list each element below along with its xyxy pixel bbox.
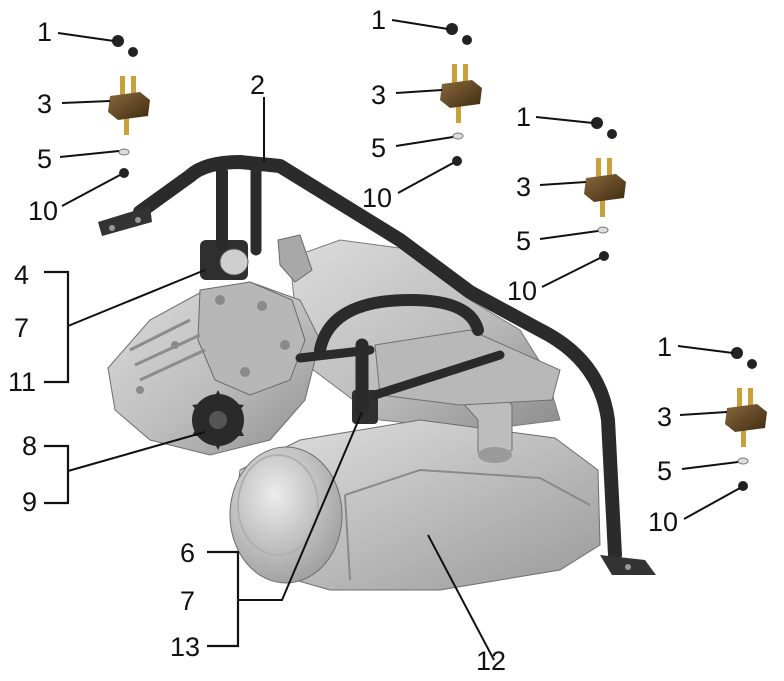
callout-5: 5	[516, 226, 531, 256]
callout-5: 5	[657, 456, 672, 486]
callout-10: 10	[648, 507, 678, 537]
callout-11: 11	[8, 367, 36, 397]
callout-10: 10	[28, 196, 58, 226]
callout-1: 1	[371, 5, 386, 35]
clutch-cover-dome	[229, 446, 343, 584]
nut-icon	[599, 251, 609, 261]
callout-1: 1	[657, 332, 672, 362]
callout-4: 4	[14, 260, 29, 290]
engine-assembly	[107, 234, 601, 591]
callout-13: 13	[170, 632, 200, 662]
callout-7: 7	[180, 586, 195, 616]
callout-3: 3	[657, 402, 672, 432]
rubber-mount-icon	[584, 158, 626, 217]
cylinder-bracket	[277, 234, 313, 283]
mounting-frame	[133, 155, 622, 562]
hardware-stack-d	[725, 347, 767, 491]
washer-icon	[118, 148, 130, 156]
transfer-case	[197, 281, 306, 396]
callout-8: 8	[22, 431, 37, 461]
callout-10: 10	[507, 276, 537, 306]
callout-2: 2	[250, 70, 265, 100]
callout-12: 12	[476, 646, 506, 676]
callout-5: 5	[37, 144, 52, 174]
nut-icon	[452, 156, 462, 166]
frame-bracket-left	[98, 206, 152, 236]
nut-icon	[128, 47, 138, 57]
leader-lines	[57, 19, 741, 661]
nut-icon	[446, 23, 458, 35]
nut-icon	[119, 168, 129, 178]
nut-icon	[591, 117, 603, 129]
washer-icon	[737, 457, 749, 465]
washer-icon	[452, 132, 464, 140]
rubber-mount-icon	[440, 64, 482, 123]
nut-icon	[607, 129, 617, 139]
callout-9: 9	[22, 487, 37, 517]
callout-10: 10	[362, 183, 392, 213]
callout-1: 1	[37, 17, 52, 47]
callout-3: 3	[37, 89, 52, 119]
hardware-stack-c	[584, 117, 626, 261]
nut-icon	[738, 481, 748, 491]
callout-6: 6	[180, 538, 195, 568]
washer-icon	[597, 226, 609, 234]
callout-3: 3	[371, 80, 386, 110]
callout-5: 5	[371, 133, 386, 163]
rubber-mount-icon	[725, 388, 767, 447]
hardware-stack-b	[440, 23, 482, 166]
rubber-mount-icon	[108, 76, 150, 135]
callout-1: 1	[516, 102, 531, 132]
nut-icon	[112, 35, 124, 47]
hardware-stack-a	[108, 35, 150, 178]
callout-7: 7	[14, 313, 29, 343]
nut-icon	[731, 347, 743, 359]
group-brackets	[44, 270, 240, 648]
callout-3: 3	[516, 172, 531, 202]
callout-labels: 1 3 5 10 2 1 3 5 10 1 3 5 10 1 3 5 10 4 …	[8, 5, 678, 676]
nut-icon	[747, 359, 757, 369]
nut-icon	[462, 35, 472, 45]
